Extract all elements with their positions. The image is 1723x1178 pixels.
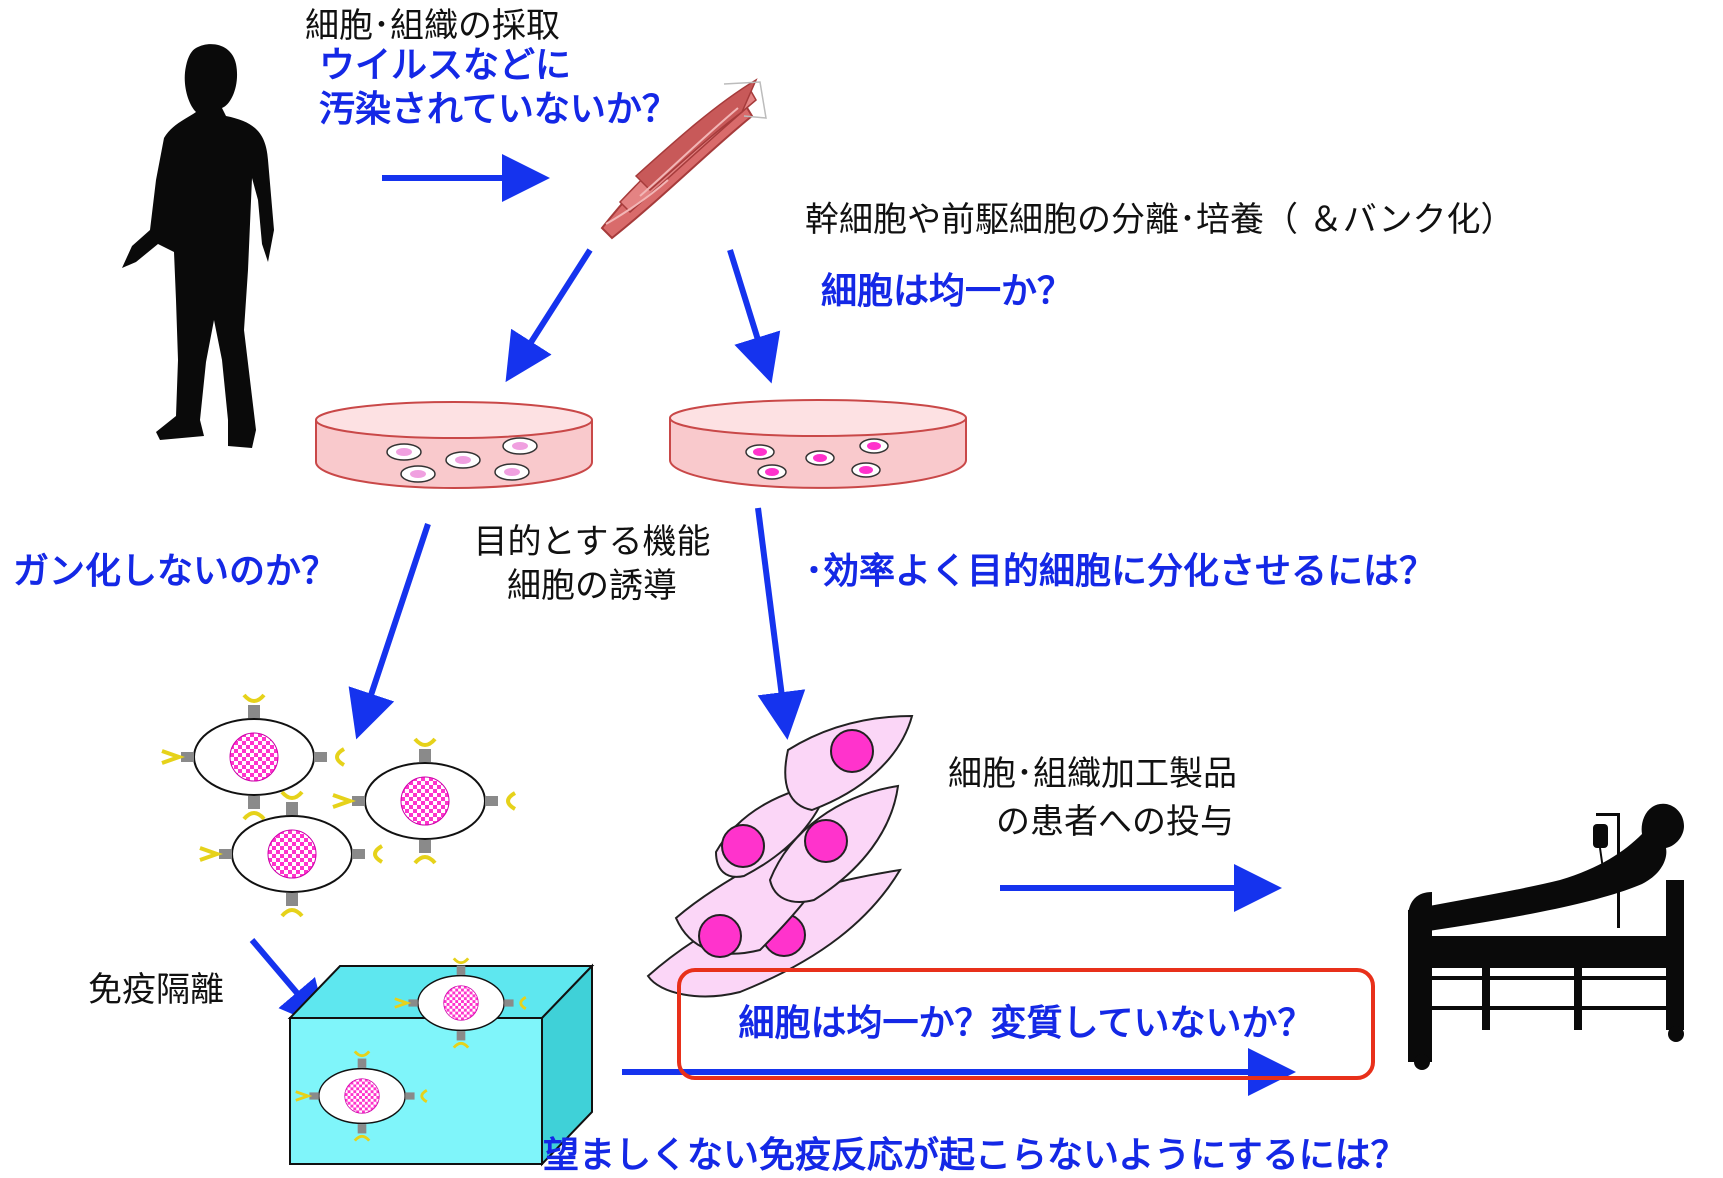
tissue-sample-icon [600, 78, 767, 240]
uniform-question: 細胞は均一か？ [821, 271, 1074, 312]
arrow-to-dish-right [727, 249, 781, 384]
arrow-to-dish-left [505, 248, 593, 383]
immunoisolation-box-icon [287, 956, 595, 1167]
arrow-to-stem-cells [348, 523, 431, 740]
virus-question-line1: ウイルスなどに [319, 45, 572, 86]
variation-question: 細胞は均一か？変質していないか？ [738, 1003, 1314, 1044]
differentiated-cell-group [646, 714, 914, 998]
variation-question-box: 細胞は均一か？変質していないか？ [677, 968, 1375, 1080]
patient-bed-icon [1408, 803, 1684, 1070]
differentiation-question: ･効率よく目的細胞に分化させるには？ [805, 551, 1436, 592]
stem-cell-group [160, 693, 517, 918]
stem-cell-culture-label: 幹細胞や前駆細胞の分離･培養（ ＆バンク化） [805, 200, 1515, 240]
induction-line1: 目的とする機能 [473, 522, 711, 562]
virus-question-line2: 汚染されていないか？ [319, 89, 678, 130]
culture-dish-icon [669, 399, 967, 489]
product-line2: の患者への投与 [996, 802, 1234, 842]
induction-line2: 細胞の誘導 [507, 566, 677, 606]
culture-dish-icon [315, 401, 593, 489]
person-silhouette-icon [122, 44, 274, 448]
process-arrows [249, 154, 1296, 1096]
stem-cell-icon [160, 693, 346, 821]
stem-cell-icon [198, 790, 384, 918]
immunoisolation-label: 免疫隔離 [88, 970, 224, 1010]
collection-label: 細胞･組織の採取 [305, 6, 560, 46]
arrow-to-differentiated [755, 507, 806, 740]
immune-question: 望ましくない免疫反応が起こらないようにするには？ [543, 1135, 1407, 1176]
cancer-question: ガン化しないのか？ [13, 551, 338, 592]
stem-cell-icon [331, 737, 517, 865]
product-line1: 細胞･組織加工製品 [948, 754, 1237, 794]
